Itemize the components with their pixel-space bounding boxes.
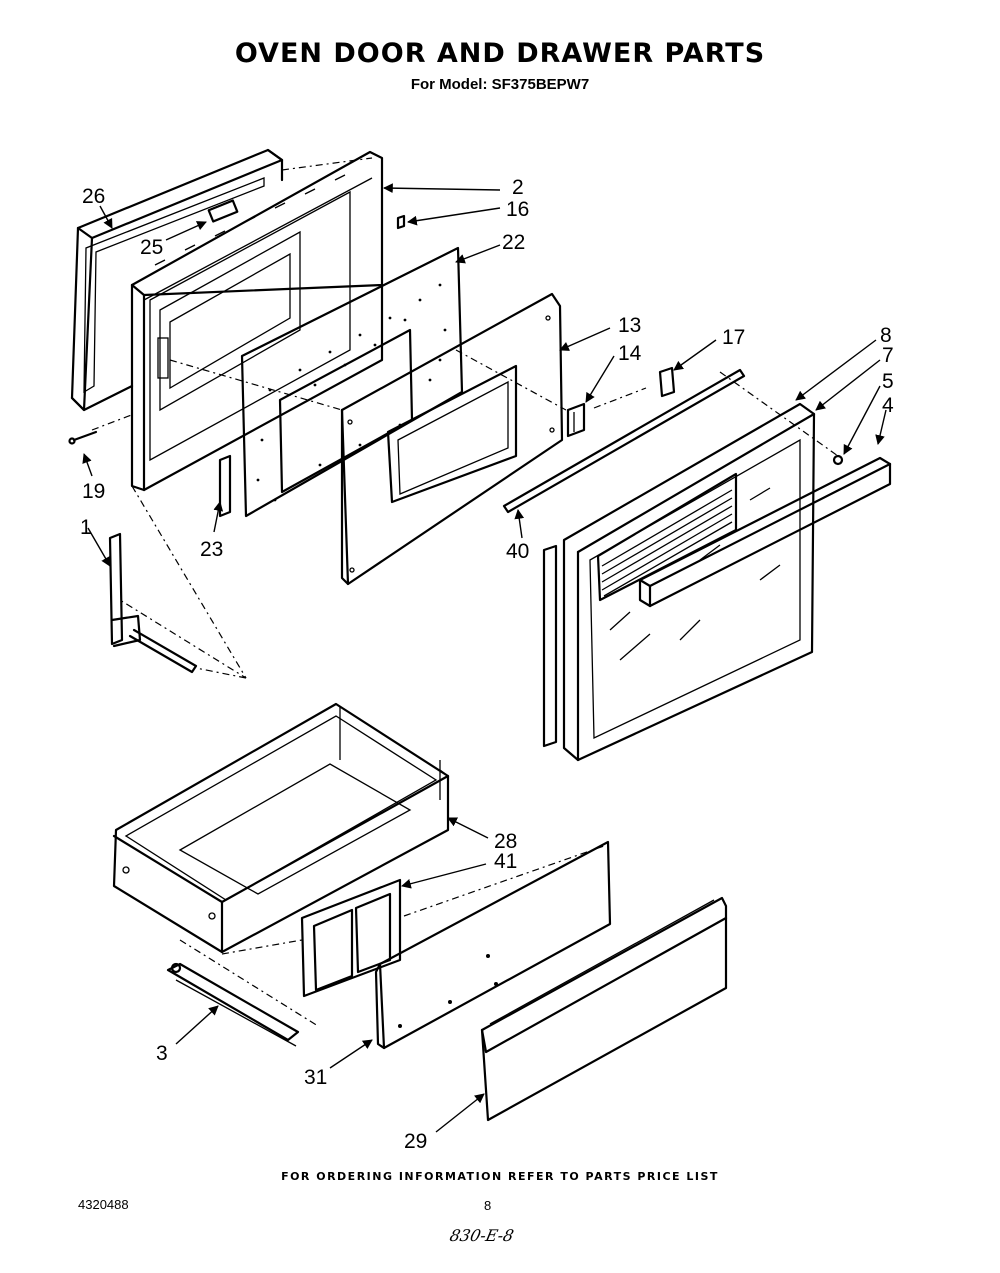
callout-7: 7	[882, 344, 894, 367]
part-5-screw	[832, 454, 844, 466]
page-title: OVEN DOOR AND DRAWER PARTS	[234, 38, 766, 69]
part-1-hinge	[108, 532, 198, 674]
part-16-clip	[396, 214, 406, 230]
part-41-vent-plate	[300, 878, 402, 998]
assembly-lines	[91, 157, 839, 1027]
part-29-drawer-front	[480, 896, 728, 1122]
callout-22: 22	[502, 231, 525, 254]
model-subtitle: For Model: SF375BEPW7	[410, 76, 590, 93]
callout-31: 31	[304, 1066, 327, 1089]
callout-26: 26	[82, 185, 105, 208]
callout-29: 29	[404, 1130, 427, 1153]
part-17-end-cap	[658, 366, 676, 398]
callout-25: 25	[140, 236, 163, 259]
part-26-door-gasket	[70, 148, 284, 412]
callout-1: 1	[80, 516, 92, 539]
callout-19: 19	[82, 480, 105, 503]
callout-13: 13	[618, 314, 641, 337]
callout-41: 41	[494, 850, 517, 873]
part-22-insulation	[240, 246, 464, 518]
callout-4: 4	[882, 394, 894, 417]
callout-8: 8	[880, 324, 892, 347]
part-14-bracket	[566, 402, 586, 438]
callout-3: 3	[156, 1042, 168, 1065]
callout-labels: 26 25 2 16 22 13 14 17 8 7 5 4 19 23 40 …	[80, 176, 894, 1153]
part-28-drawer	[112, 702, 450, 954]
handwritten-code: 830-E-8	[447, 1226, 516, 1245]
leader-lines	[82, 183, 887, 1133]
part-3-drawer-slide	[166, 962, 300, 1047]
callout-16: 16	[506, 198, 529, 221]
part-40-trim-strip	[502, 368, 746, 514]
part-8-outer-door	[542, 402, 892, 762]
callout-40: 40	[506, 540, 529, 563]
callout-5: 5	[882, 370, 894, 393]
callout-14: 14	[618, 342, 642, 365]
callout-2: 2	[512, 176, 524, 199]
part-13-inner-panel	[340, 292, 564, 586]
document-number: 4320488	[78, 1197, 129, 1212]
part-23-latch-plate	[218, 454, 232, 518]
callout-17: 17	[722, 326, 745, 349]
part-2-inner-door	[130, 150, 384, 492]
part-19-screw	[68, 430, 98, 445]
callout-23: 23	[200, 538, 223, 561]
page-number: 8	[484, 1198, 492, 1213]
ordering-note: FOR ORDERING INFORMATION REFER TO PARTS …	[281, 1170, 719, 1183]
part-31-drawer-back	[374, 840, 612, 1050]
callout-28: 28	[494, 830, 517, 853]
